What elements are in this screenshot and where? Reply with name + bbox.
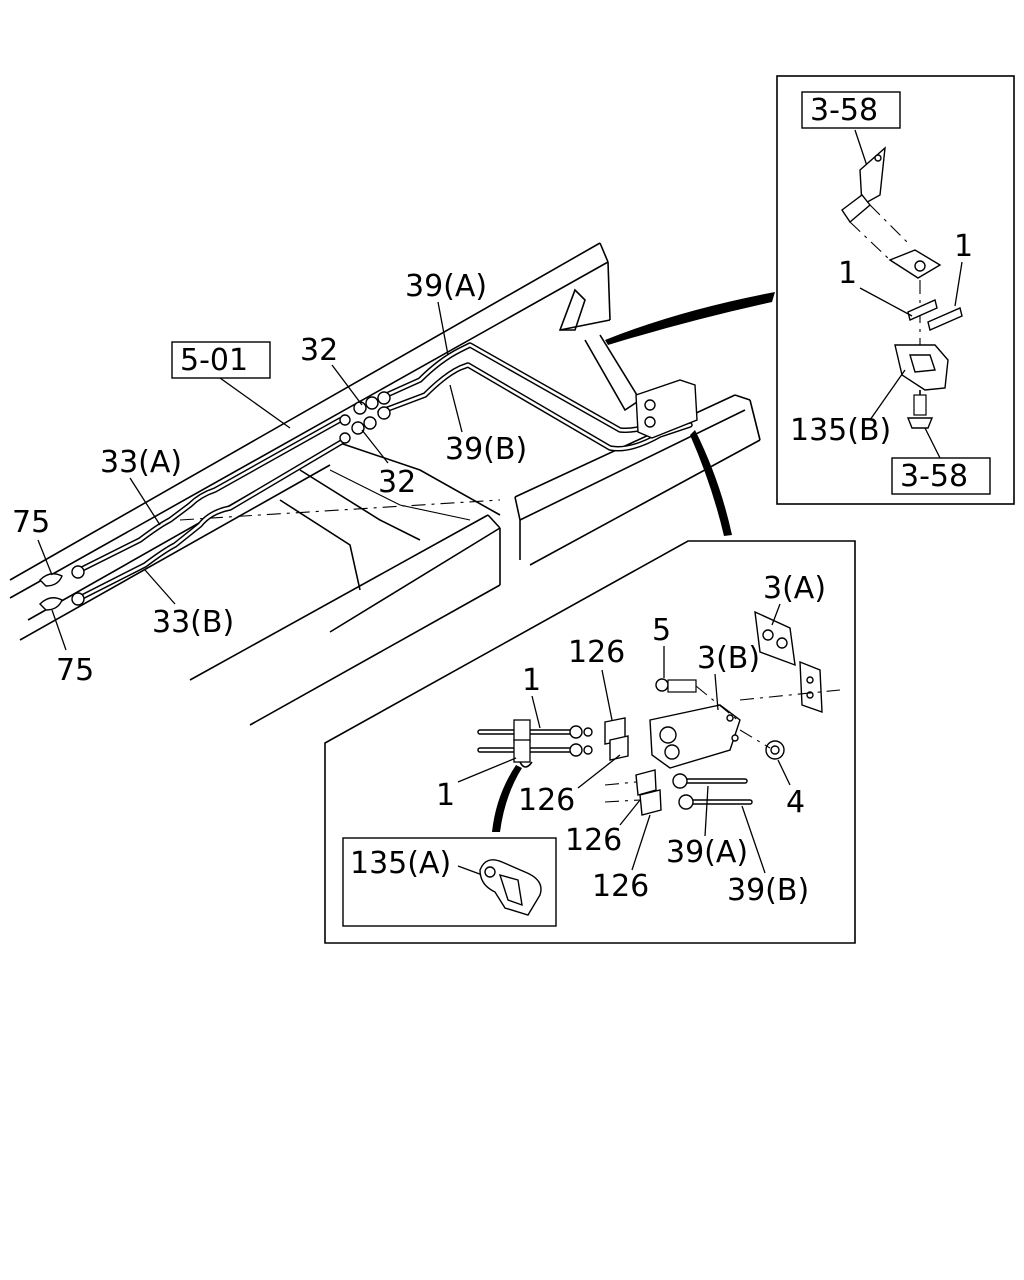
fittings-main: [39, 379, 698, 611]
label-1-top-right: 1: [954, 229, 973, 264]
label-33A: 33(A): [100, 445, 182, 480]
label-126-bottom: 126: [592, 869, 649, 904]
label-33B: 33(B): [152, 605, 234, 640]
ref-5-01-label: 5-01: [180, 343, 248, 378]
callout-arrow-135A: [492, 765, 522, 832]
label-75-upper: 75: [12, 505, 50, 540]
label-126-top: 126: [568, 635, 625, 670]
detail-box-junction: 3(A) 3(B) 5 4 1 1: [324, 540, 856, 944]
label-39A-main: 39(A): [405, 269, 487, 304]
callout-arrow-detail: [690, 430, 732, 536]
label-39B-detail: 39(B): [727, 873, 809, 908]
detail-box-clamp: 3-58 1 1 135(B) 3-58: [776, 75, 1015, 505]
ref-box-5-01: 5-01: [171, 341, 291, 429]
label-135A: 135(A): [350, 846, 451, 881]
label-1-upper: 1: [522, 663, 541, 698]
label-126-low: 126: [565, 823, 622, 858]
label-1-lower: 1: [436, 778, 455, 813]
label-3A: 3(A): [763, 571, 826, 606]
label-75-lower: 75: [56, 653, 94, 688]
ref-3-58-upper-label: 3-58: [810, 93, 878, 128]
label-39A-detail: 39(A): [666, 835, 748, 870]
label-126-mid: 126: [518, 783, 575, 818]
chassis-frame: [9, 242, 761, 726]
label-32-lower: 32: [378, 465, 416, 500]
label-3B: 3(B): [697, 641, 760, 676]
label-32-upper: 32: [300, 333, 338, 368]
ref-3-58-lower-label: 3-58: [900, 459, 968, 494]
label-5: 5: [652, 613, 671, 648]
label-135B: 135(B): [790, 413, 891, 448]
label-4: 4: [786, 785, 805, 820]
label-39B-main: 39(B): [445, 432, 527, 467]
callout-arrow-top: [605, 292, 775, 345]
label-1-top-left: 1: [838, 256, 857, 291]
